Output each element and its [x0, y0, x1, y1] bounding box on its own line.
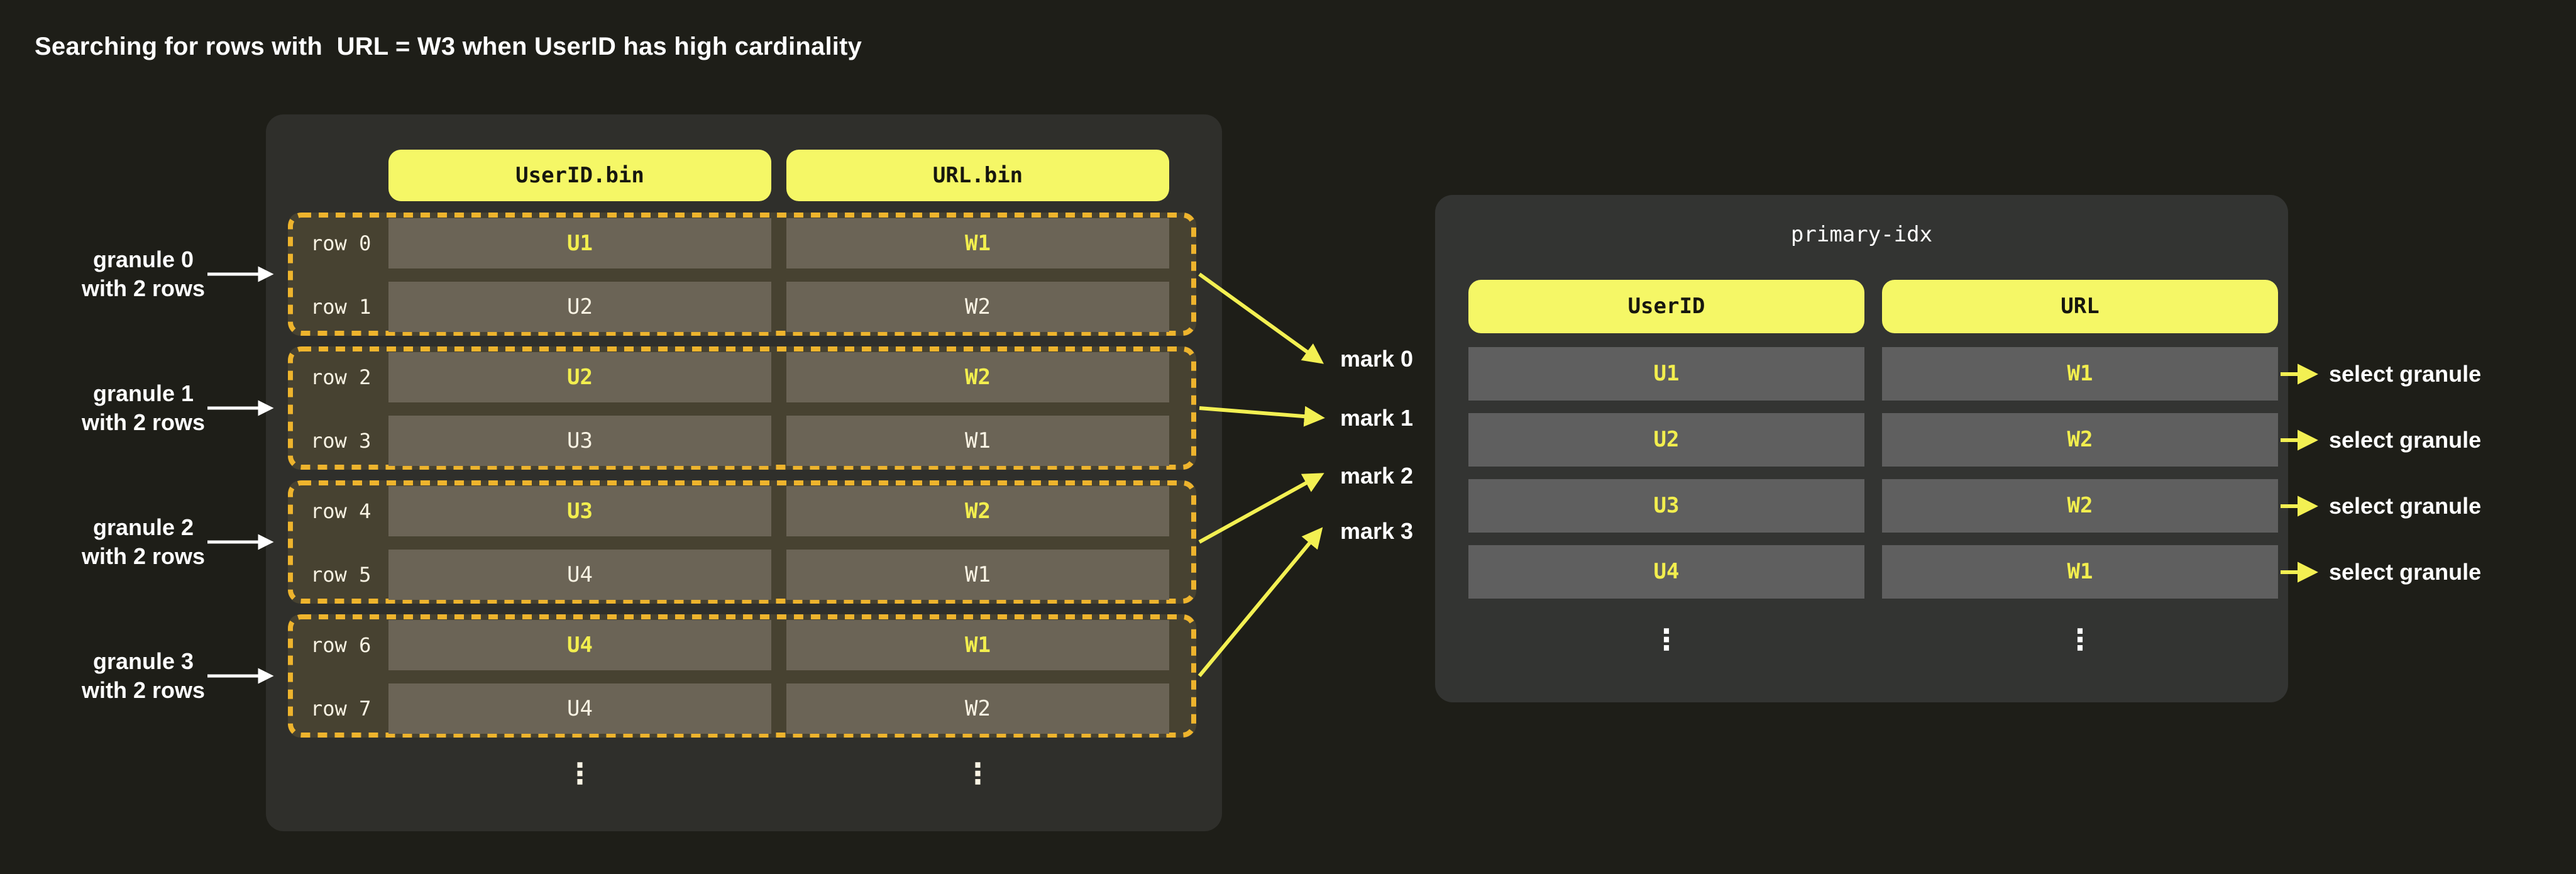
- primary-index-title: primary-idx: [1790, 222, 1933, 247]
- primary-url-cell: W1: [1882, 545, 2278, 599]
- granule-1-label: granule 1 with 2 rows: [81, 380, 206, 435]
- primary-userid-cell: U4: [1468, 545, 1864, 599]
- userid-cell: U4: [388, 683, 771, 734]
- primary-userid-cell: U3: [1468, 479, 1864, 533]
- userid-cell: U2: [388, 352, 771, 402]
- url-bin-header: URL.bin: [786, 150, 1169, 201]
- primary-url-cell: W2: [1882, 413, 2278, 467]
- select-granule-label-0: select granule: [2329, 361, 2482, 387]
- primary-url-ellipsis: ⋮: [2066, 623, 2094, 656]
- select-granule-label-2: select granule: [2329, 493, 2482, 519]
- url-cell: W1: [786, 550, 1169, 600]
- granule-box-3: row 6 U4 W1 row 7 U4 W2: [288, 614, 1196, 738]
- url-cell: W1: [786, 620, 1169, 670]
- mark-3-label: mark 3: [1340, 518, 1414, 544]
- select-granule-label-3: select granule: [2329, 559, 2482, 585]
- mark-1-label: mark 1: [1340, 405, 1414, 431]
- userid-column-ellipsis: ⋮: [565, 757, 595, 790]
- mark-0-label: mark 0: [1340, 346, 1414, 372]
- primary-url-cell: W1: [1882, 347, 2278, 401]
- page-title: Searching for rows with URL = W3 when Us…: [35, 33, 862, 60]
- url-cell: W1: [786, 218, 1169, 268]
- userid-cell: U3: [388, 486, 771, 536]
- mark-2-label: mark 2: [1340, 463, 1414, 489]
- userid-cell: U3: [388, 416, 771, 466]
- userid-cell: U4: [388, 620, 771, 670]
- url-cell: W2: [786, 282, 1169, 332]
- userid-cell: U4: [388, 550, 771, 600]
- primary-userid-cell: U1: [1468, 347, 1864, 401]
- primary-userid-header: UserID: [1468, 280, 1864, 333]
- userid-cell: U2: [388, 282, 771, 332]
- userid-bin-header: UserID.bin: [388, 150, 771, 201]
- primary-url-header: URL: [1882, 280, 2278, 333]
- granule-2-label: granule 2 with 2 rows: [81, 514, 206, 569]
- primary-userid-ellipsis: ⋮: [1652, 623, 1681, 656]
- primary-url-cell: W2: [1882, 479, 2278, 533]
- url-column-ellipsis: ⋮: [963, 757, 993, 790]
- select-granule-label-1: select granule: [2329, 427, 2482, 453]
- userid-cell: U1: [388, 218, 771, 268]
- url-cell: W2: [786, 486, 1169, 536]
- granule-0-label: granule 0 with 2 rows: [81, 246, 206, 301]
- url-cell: W2: [786, 683, 1169, 734]
- url-cell: W1: [786, 416, 1169, 466]
- primary-userid-cell: U2: [1468, 413, 1864, 467]
- granule-box-0: row 0 U1 W1 row 1 U2 W2: [288, 213, 1196, 336]
- granule-box-1: row 2 U2 W2 row 3 U3 W1: [288, 346, 1196, 470]
- url-cell: W2: [786, 352, 1169, 402]
- granule-3-label: granule 3 with 2 rows: [81, 648, 206, 703]
- granule-box-2: row 4 U3 W2 row 5 U4 W1: [288, 480, 1196, 604]
